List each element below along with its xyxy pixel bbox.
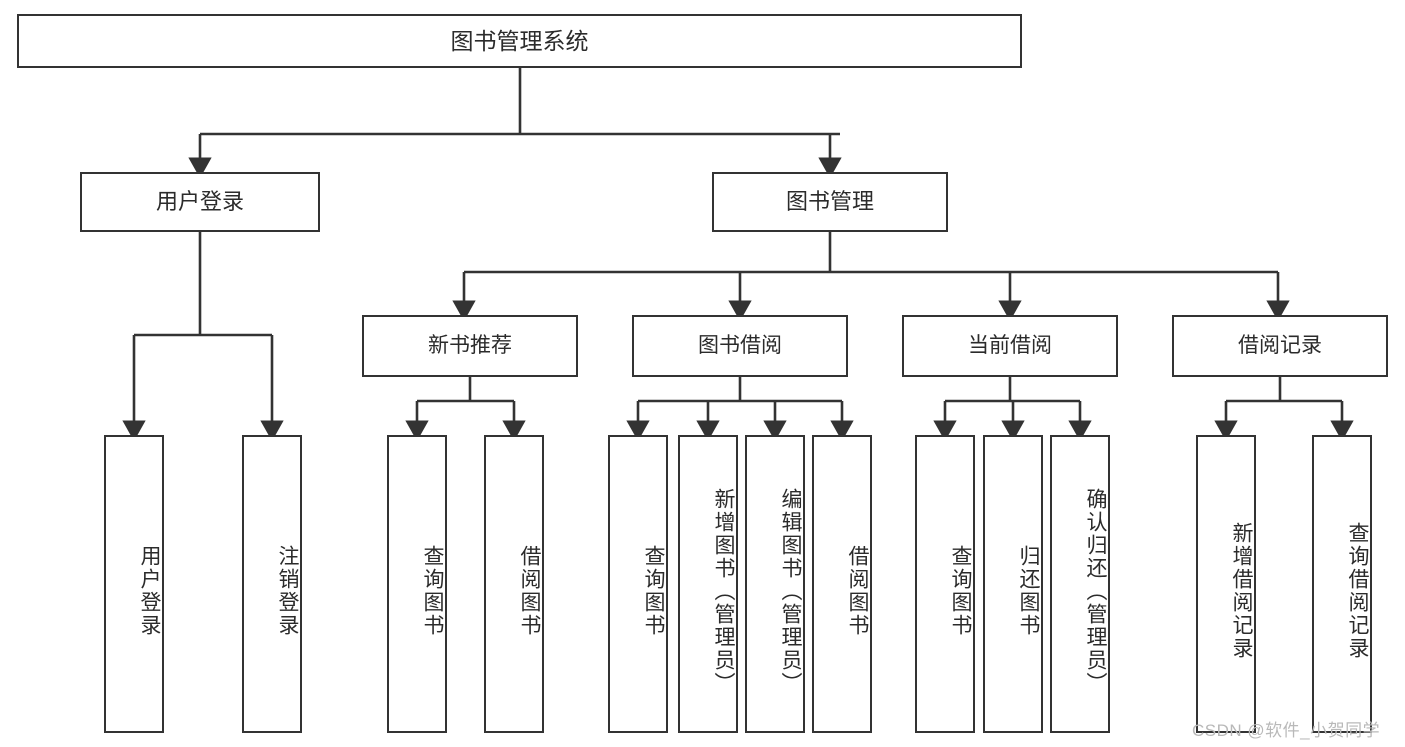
watermark: CSDN @软件_小贺同学 [1192, 721, 1381, 740]
node-borrow-record-label: 借阅记录 [1238, 333, 1322, 357]
node-leaf-edit-book-admin[interactable]: 编辑图书（管理员） [745, 435, 805, 733]
node-leaf-add-book-admin-label: 新增图书（管理员） [712, 487, 735, 695]
node-leaf-query-borrow-record[interactable]: 查询借阅记录 [1312, 435, 1372, 733]
node-leaf-borrow-book-2[interactable]: 借阅图书 [812, 435, 872, 733]
node-leaf-query-book-1-label: 查询图书 [421, 545, 444, 637]
node-leaf-query-borrow-record-label: 查询借阅记录 [1346, 522, 1369, 660]
node-leaf-add-borrow-record[interactable]: 新增借阅记录 [1196, 435, 1256, 733]
node-leaf-borrow-book-1[interactable]: 借阅图书 [484, 435, 544, 733]
node-new-book-recommend[interactable]: 新书推荐 [362, 315, 578, 377]
node-leaf-query-book-2-label: 查询图书 [642, 545, 665, 637]
node-leaf-borrow-book-2-label: 借阅图书 [846, 545, 869, 637]
node-leaf-add-book-admin[interactable]: 新增图书（管理员） [678, 435, 738, 733]
node-leaf-confirm-return-admin-label: 确认归还（管理员） [1084, 487, 1107, 695]
node-new-book-recommend-label: 新书推荐 [428, 333, 512, 357]
node-leaf-confirm-return-admin[interactable]: 确认归还（管理员） [1050, 435, 1110, 733]
node-book-borrow[interactable]: 图书借阅 [632, 315, 848, 377]
node-leaf-user-login-label: 用户登录 [138, 545, 161, 637]
node-leaf-user-logout[interactable]: 注销登录 [242, 435, 302, 733]
node-leaf-query-book-1[interactable]: 查询图书 [387, 435, 447, 733]
node-leaf-return-book[interactable]: 归还图书 [983, 435, 1043, 733]
node-user-login[interactable]: 用户登录 [80, 172, 320, 232]
node-leaf-query-book-3[interactable]: 查询图书 [915, 435, 975, 733]
node-leaf-query-book-2[interactable]: 查询图书 [608, 435, 668, 733]
node-borrow-record[interactable]: 借阅记录 [1172, 315, 1388, 377]
node-root[interactable]: 图书管理系统 [17, 14, 1022, 68]
node-user-login-label: 用户登录 [155, 189, 244, 215]
node-current-borrow-label: 当前借阅 [968, 333, 1052, 357]
node-book-borrow-label: 图书借阅 [698, 333, 782, 357]
node-current-borrow[interactable]: 当前借阅 [902, 315, 1118, 377]
node-leaf-borrow-book-1-label: 借阅图书 [518, 545, 541, 637]
node-root-label: 图书管理系统 [450, 27, 589, 54]
node-leaf-add-borrow-record-label: 新增借阅记录 [1230, 522, 1253, 660]
node-leaf-edit-book-admin-label: 编辑图书（管理员） [779, 487, 802, 695]
node-book-manage-label: 图书管理 [785, 189, 874, 215]
node-leaf-query-book-3-label: 查询图书 [949, 545, 972, 637]
node-book-manage[interactable]: 图书管理 [712, 172, 948, 232]
node-leaf-user-logout-label: 注销登录 [276, 545, 299, 637]
node-leaf-user-login[interactable]: 用户登录 [104, 435, 164, 733]
node-leaf-return-book-label: 归还图书 [1017, 545, 1040, 637]
